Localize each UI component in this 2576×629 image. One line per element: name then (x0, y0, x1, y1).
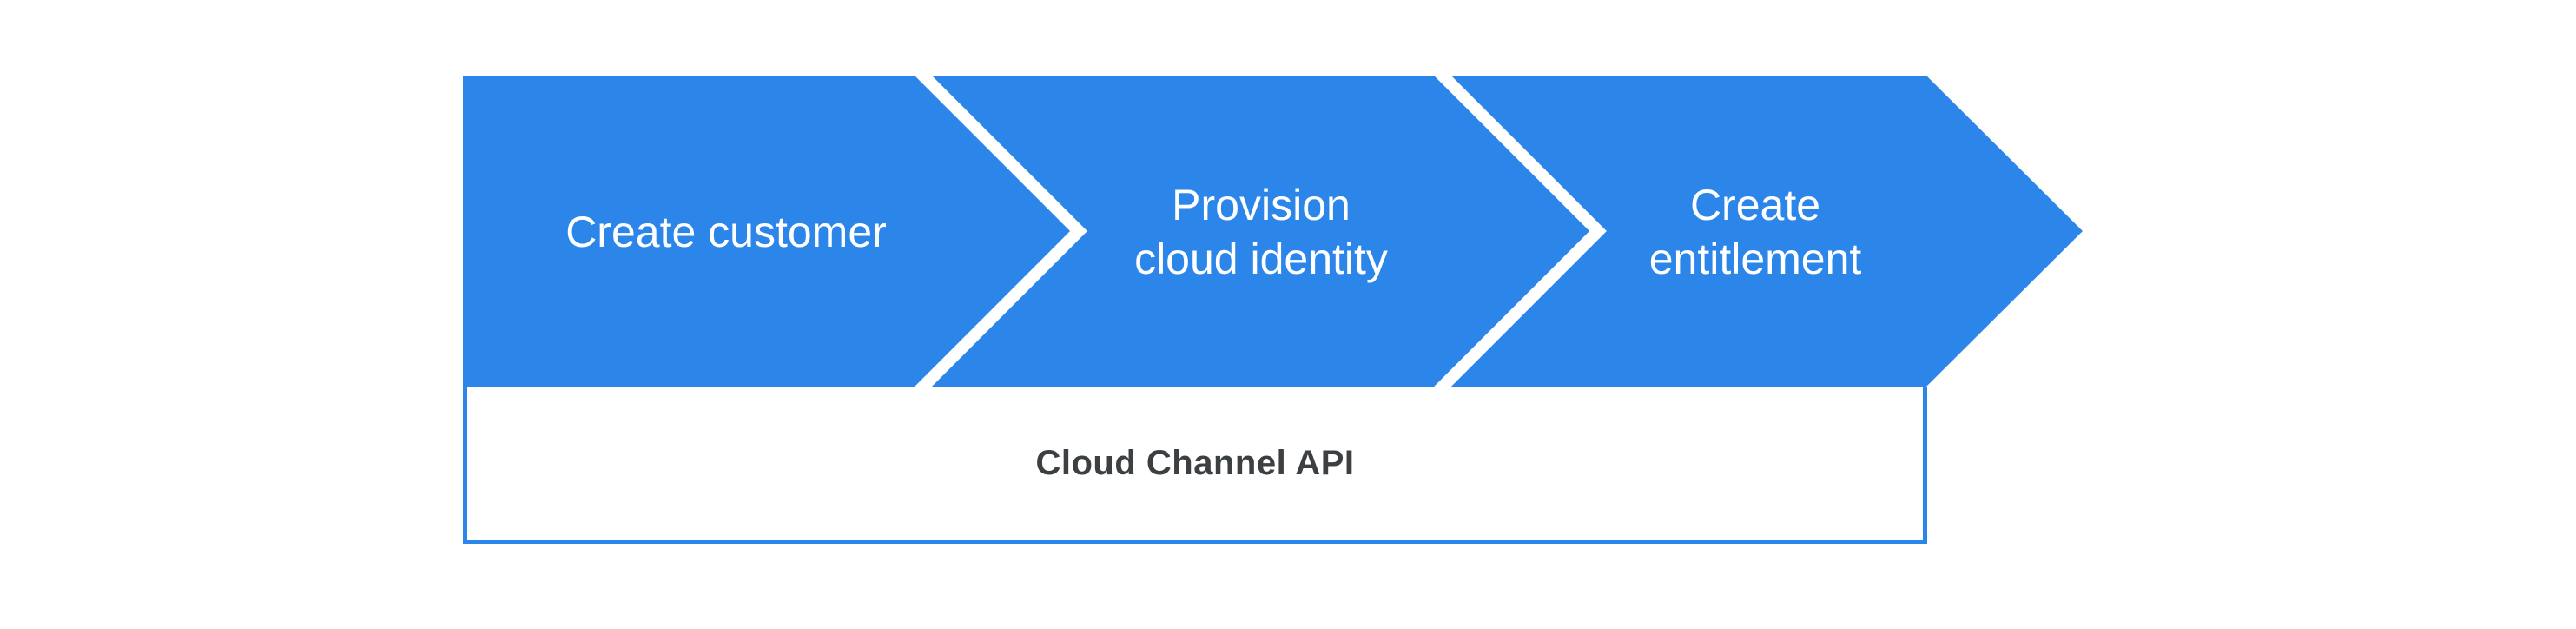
api-bar-label: Cloud Channel API (1035, 443, 1355, 482)
step-label: Create customer (565, 208, 887, 256)
step-label-line: Provision (1172, 181, 1351, 229)
api-bar: Cloud Channel API (463, 387, 1927, 544)
step-label-line: cloud identity (1134, 235, 1388, 283)
step-label-line: Create (1689, 181, 1821, 229)
arrow-body-shape (463, 76, 2083, 387)
chevron-separator-icon (910, 76, 1087, 387)
chevron-separator-icon (1430, 76, 1607, 387)
step-create-customer: Create customer (565, 205, 887, 259)
step-provision-cloud-identity: Provision cloud identity (1134, 178, 1388, 286)
step-label-line: entitlement (1648, 235, 1862, 283)
step-create-entitlement: Create entitlement (1649, 178, 1862, 286)
